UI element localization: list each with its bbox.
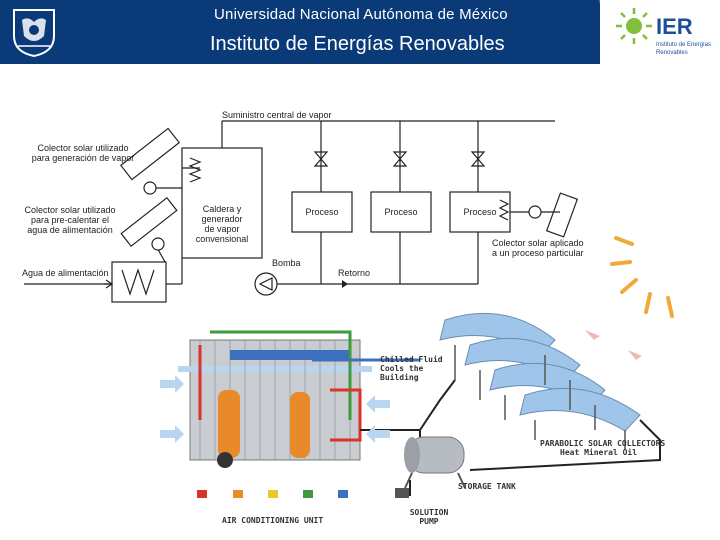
process-1-label: Proceso xyxy=(305,207,339,217)
parabolic-collectors xyxy=(419,312,661,471)
storage-tank xyxy=(395,436,466,498)
institute-title: Instituto de Energías Renovables xyxy=(210,33,505,55)
ier-logo: IER Instituto de Energías Renovables xyxy=(616,8,711,56)
university-title: Universidad Nacional Autónoma de México xyxy=(214,6,508,23)
supply-label: Suministro central de vapor xyxy=(222,110,332,120)
solution-pump-label: SOLUTION PUMP xyxy=(409,508,449,526)
pump-label: Bomba xyxy=(272,258,301,268)
ac-legend xyxy=(197,490,348,498)
process-2-label: Proceso xyxy=(384,207,418,217)
sun-rays-icon xyxy=(616,8,652,44)
svg-text:IER: IER xyxy=(656,14,693,39)
storage-tank-label: STORAGE TANK xyxy=(458,482,516,491)
sun-icon xyxy=(610,236,674,318)
unam-seal-icon xyxy=(13,9,55,58)
collector-process-label: Colector solar aplicado a un proceso par… xyxy=(492,238,584,258)
radiation-icon xyxy=(585,330,642,360)
feedwater-label: Agua de alimentación xyxy=(22,268,109,278)
chilled-fluid-label: Chilled Fluid Cools the Building xyxy=(380,355,443,382)
ac-unit-illustration xyxy=(160,330,421,468)
boiler-label: Caldera y generador de vapor convensiona… xyxy=(195,204,249,244)
valve-icon xyxy=(313,151,486,167)
parabolic-collectors-label: PARABOLIC SOLAR COLLECTORS Heat Mineral … xyxy=(540,439,666,457)
ac-unit-label: AIR CONDITIONING UNIT xyxy=(222,516,324,525)
svg-text:Instituto de Energías: Instituto de Energías xyxy=(656,42,711,48)
return-label: Retorno xyxy=(338,268,371,278)
process-3-label: Proceso xyxy=(463,207,497,217)
svg-text:Renovables: Renovables xyxy=(656,50,688,56)
collector-preheat-label: Colector solar utilizado para pre-calent… xyxy=(24,205,116,235)
collector-steam-label: Colector solar utilizado para generación… xyxy=(31,143,135,163)
steam-system-diagram xyxy=(24,120,674,498)
logo-area xyxy=(600,0,720,64)
